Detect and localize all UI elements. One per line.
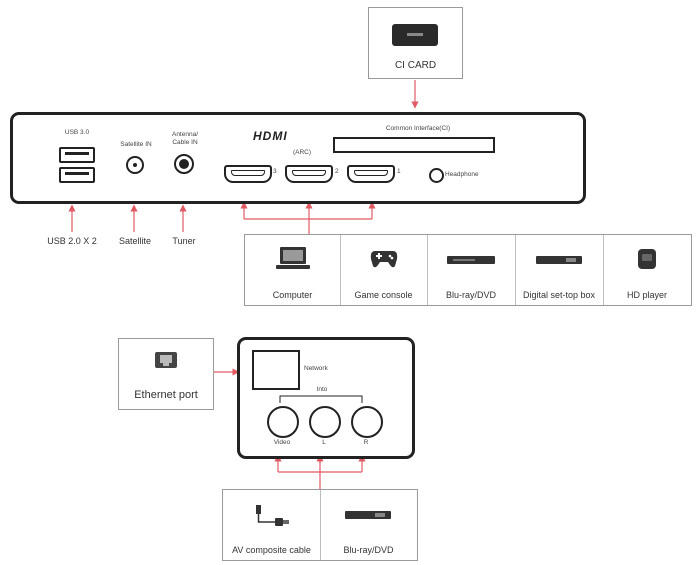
device-av-cable: AV composite cable xyxy=(223,490,321,560)
antenna-port xyxy=(174,154,194,174)
laptop-icon xyxy=(276,247,310,269)
ethernet-icon xyxy=(155,352,177,368)
usb-port-1 xyxy=(59,147,95,163)
satellite-label: Satellite xyxy=(118,236,152,246)
set-top-box-icon xyxy=(536,256,582,264)
device-hd-player: HD player xyxy=(603,235,691,305)
device-label: Game console xyxy=(354,290,413,300)
ci-card-label: CI CARD xyxy=(394,60,437,71)
arc-label: (ARC) xyxy=(292,149,312,156)
hdmi-number-1: 1 xyxy=(397,168,401,175)
satellite-port xyxy=(126,156,144,174)
hdmi-number-3: 3 xyxy=(273,168,277,175)
device-label: Blu-ray/DVD xyxy=(445,290,496,300)
device-label: HD player xyxy=(626,290,667,300)
rca-left-label: L xyxy=(322,439,326,446)
antenna-label-line2: Cable IN xyxy=(172,139,198,146)
common-interface-label: Common Interface(CI) xyxy=(385,125,451,132)
rca-video-port xyxy=(267,406,299,438)
rca-right-label: R xyxy=(363,439,369,446)
hdmi-devices-row: Computer Game console Blu-ray/DVD Digita… xyxy=(244,234,692,306)
usb2-label: USB 2.0 X 2 xyxy=(47,236,97,246)
tv-rear-panel-top: USB 3.0 Satellite IN Antenna/ Cable IN H… xyxy=(10,112,586,204)
hd-player-icon xyxy=(638,249,656,269)
usb3-label: USB 3.0 xyxy=(64,129,90,136)
ci-card-icon xyxy=(392,24,438,46)
disc-player-icon xyxy=(345,511,391,519)
av-cable-icon xyxy=(256,505,289,526)
usb-port-2 xyxy=(59,167,95,183)
ethernet-label: Ethernet port xyxy=(134,389,198,401)
antenna-label-line1: Antenna/ xyxy=(171,131,199,138)
disc-player-icon xyxy=(447,256,495,264)
network-port xyxy=(252,350,300,390)
headphone-port xyxy=(429,168,444,183)
av-group-label: Into xyxy=(316,386,328,393)
device-label: Digital set-top box xyxy=(522,290,596,300)
rca-left-port xyxy=(309,406,341,438)
gamepad-icon xyxy=(370,251,398,268)
tuner-label: Tuner xyxy=(172,236,196,246)
hdmi-port-2 xyxy=(285,165,333,183)
device-set-top-box: Digital set-top box xyxy=(515,235,604,305)
hdmi-port-3 xyxy=(224,165,272,183)
hdmi-port-1 xyxy=(347,165,395,183)
hdmi-number-2: 2 xyxy=(335,168,339,175)
device-game-console: Game console xyxy=(340,235,428,305)
av-devices-row: AV composite cable Blu-ray/DVD xyxy=(222,489,418,561)
ci-card-box: CI CARD xyxy=(368,7,463,79)
device-computer: Computer xyxy=(245,235,341,305)
headphone-label: Headphone xyxy=(445,171,479,178)
ethernet-box: Ethernet port xyxy=(118,338,214,410)
device-bluray-dvd-av: Blu-ray/DVD xyxy=(320,490,417,560)
device-bluray-dvd: Blu-ray/DVD xyxy=(427,235,516,305)
satellite-in-label: Satellite IN xyxy=(120,141,152,148)
tv-rear-panel-bottom: Network Into Video L R xyxy=(237,337,415,459)
network-label: Network xyxy=(304,365,328,372)
hdmi-logo: HDMI xyxy=(253,129,288,143)
ci-slot xyxy=(333,137,495,153)
device-label: Computer xyxy=(272,290,313,300)
device-label: Blu-ray/DVD xyxy=(343,545,394,555)
rca-right-port xyxy=(351,406,383,438)
device-label: AV composite cable xyxy=(232,545,311,555)
av-group-bracket xyxy=(279,395,363,403)
rca-video-label: Video xyxy=(273,439,291,446)
